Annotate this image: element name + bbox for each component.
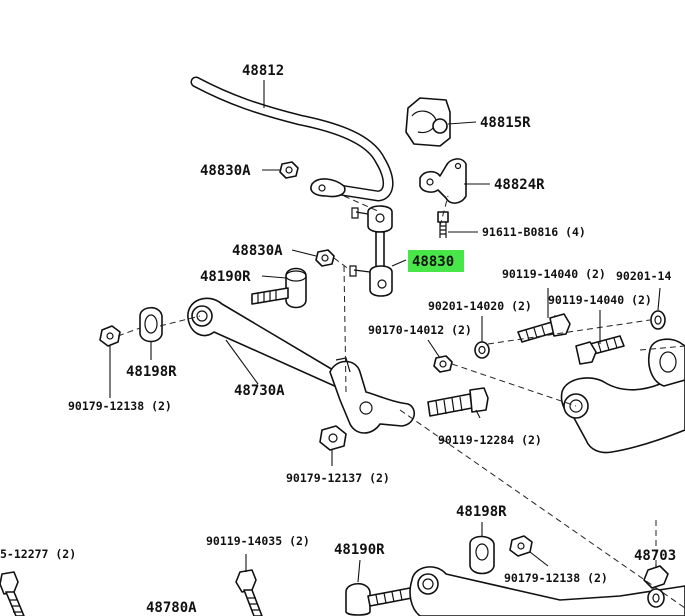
label-48824R[interactable]: 48824R	[494, 177, 545, 193]
label-90119-14040-top[interactable]: 90119-14040 (2)	[502, 267, 606, 281]
label-90179-12138-bottom[interactable]: 90179-12138 (2)	[504, 571, 608, 585]
label-48830A-top[interactable]: 48830A	[200, 163, 251, 179]
bushing-48190R-top[interactable]	[251, 267, 307, 309]
label-90201-14-right[interactable]: 90201-14	[616, 269, 671, 283]
label-90119-14040-mid[interactable]: 90119-14040 (2)	[548, 293, 652, 307]
label-90179-12138-left[interactable]: 90179-12138 (2)	[68, 399, 172, 413]
stabilizer-bar-48812[interactable]	[190, 76, 394, 202]
washer-90201-14-right[interactable]	[650, 310, 666, 330]
highlight-48830	[408, 250, 464, 272]
bushing-48198R-top[interactable]	[139, 306, 163, 343]
bushing-48815R[interactable]	[405, 97, 451, 147]
label-90179-12137[interactable]: 90179-12137 (2)	[286, 471, 390, 485]
label-48812[interactable]: 48812	[242, 63, 284, 79]
bushing-48198R-bottom[interactable]	[469, 535, 495, 575]
label-48830[interactable]: 48830	[412, 254, 454, 270]
nut-48830A-mid[interactable]	[315, 249, 335, 267]
part-labels: 48812 48815R 48830A 48824R 91611-B0816 (…	[0, 63, 676, 616]
bushing-48190R-bottom[interactable]	[345, 582, 413, 616]
bolt-90119-14040-top[interactable]	[517, 313, 571, 343]
bolt-90119-14035[interactable]	[235, 569, 263, 616]
bolt-12277[interactable]	[0, 571, 25, 616]
washer-90201-14020[interactable]	[474, 341, 490, 359]
label-48190R-top[interactable]: 48190R	[200, 269, 251, 285]
label-91611[interactable]: 91611-B0816 (4)	[482, 225, 586, 239]
label-48703[interactable]: 48703	[634, 548, 676, 564]
label-48190R-bottom[interactable]: 48190R	[334, 542, 385, 558]
bolt-91611[interactable]	[437, 211, 449, 238]
nut-48830A-top[interactable]	[279, 161, 299, 179]
control-arm-48730A[interactable]	[187, 297, 415, 434]
label-12277[interactable]: 5-12277 (2)	[0, 547, 76, 561]
bolt-90119-12284[interactable]	[427, 387, 489, 417]
label-48730A[interactable]: 48730A	[234, 383, 285, 399]
nut-90179-12137[interactable]	[319, 425, 347, 451]
stabilizer-link-48830[interactable]	[349, 205, 393, 297]
label-90119-14035[interactable]: 90119-14035 (2)	[206, 534, 310, 548]
label-90201-14020[interactable]: 90201-14020 (2)	[428, 299, 532, 313]
bolt-90119-14040-mid[interactable]	[575, 335, 625, 365]
label-48815R[interactable]: 48815R	[480, 115, 531, 131]
leader-lines	[109, 80, 661, 583]
label-48198R-top[interactable]: 48198R	[126, 364, 177, 380]
nut-90170-14012[interactable]	[433, 355, 453, 373]
nut-90179-12138-bottom[interactable]	[509, 535, 533, 557]
nut-90179-12138-left[interactable]	[99, 325, 121, 347]
label-48780A[interactable]: 48780A	[146, 600, 197, 616]
bushing-48703[interactable]	[643, 565, 669, 608]
bracket-48824R[interactable]	[419, 158, 467, 204]
label-90170-14012[interactable]: 90170-14012 (2)	[368, 323, 472, 337]
label-90119-12284[interactable]: 90119-12284 (2)	[438, 433, 542, 447]
assembly-lines	[117, 195, 685, 609]
upper-arm-right[interactable]	[560, 338, 685, 454]
label-48830A-mid[interactable]: 48830A	[232, 243, 283, 259]
label-48198R-bottom[interactable]: 48198R	[456, 504, 507, 520]
